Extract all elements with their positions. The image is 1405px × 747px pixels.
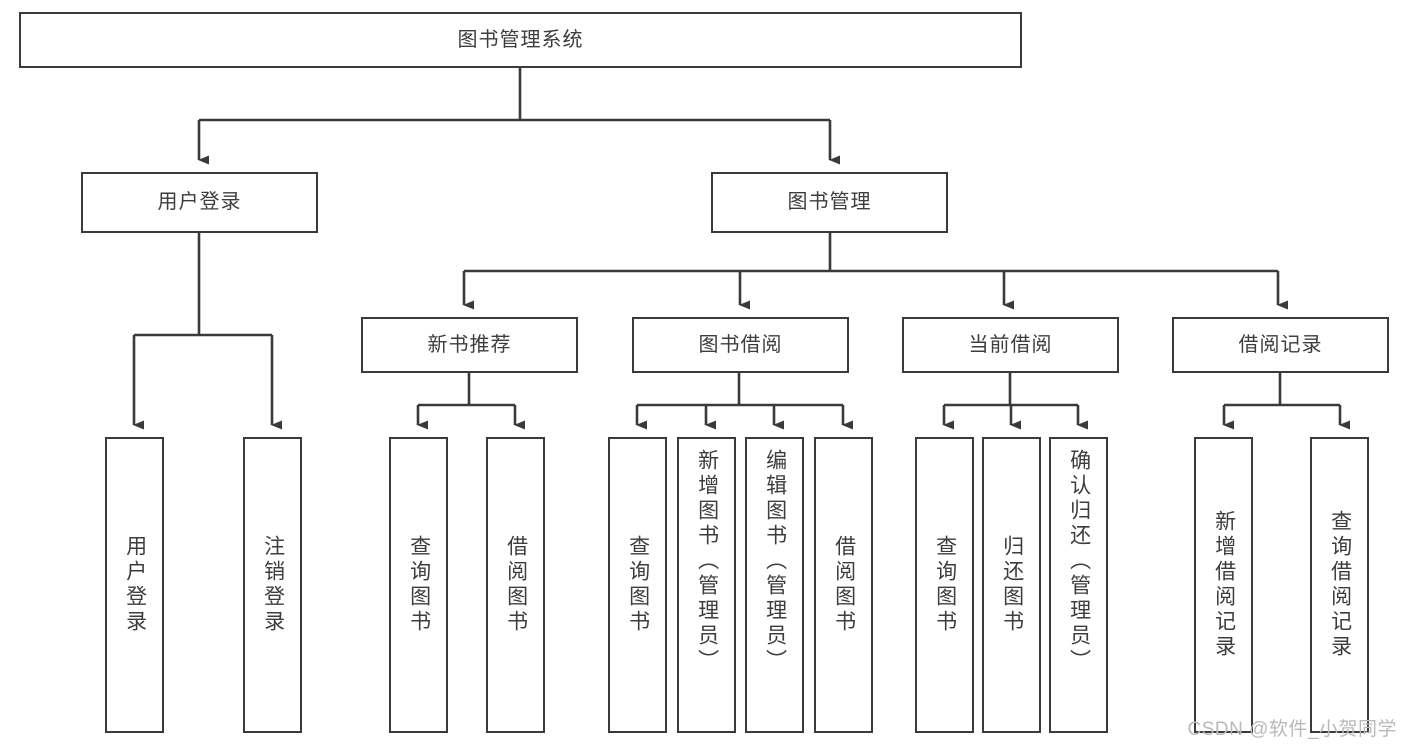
node-root-system[interactable]: 图书管理系统 bbox=[19, 12, 1022, 68]
node-leaf-borrow-book[interactable]: 借阅图书 bbox=[814, 437, 873, 733]
node-current-borrow[interactable]: 当前借阅 bbox=[902, 317, 1119, 373]
node-leaf-edit-book-admin[interactable]: 编辑图书（管理员） bbox=[745, 437, 804, 733]
node-label: 当前借阅 bbox=[968, 333, 1053, 356]
node-label: 新增图书（管理员） bbox=[695, 449, 719, 674]
node-leaf-query-book-recommend[interactable]: 查询图书 bbox=[389, 437, 448, 733]
node-label: 新增借阅记录 bbox=[1212, 510, 1236, 660]
node-label: 查询借阅记录 bbox=[1328, 510, 1352, 660]
node-leaf-borrow-book-recommend[interactable]: 借阅图书 bbox=[486, 437, 545, 733]
node-label: 查询图书 bbox=[933, 535, 957, 635]
node-book-management[interactable]: 图书管理 bbox=[711, 172, 948, 233]
watermark-text: CSDN @软件_小贺同学 bbox=[1187, 719, 1397, 740]
node-leaf-add-borrow-record[interactable]: 新增借阅记录 bbox=[1194, 437, 1253, 733]
node-new-book-recommend[interactable]: 新书推荐 bbox=[361, 317, 578, 373]
node-label: 图书管理 bbox=[787, 191, 872, 213]
node-label: 注销登录 bbox=[261, 535, 285, 635]
node-label: 借阅记录 bbox=[1238, 333, 1323, 356]
node-label: 用户登录 bbox=[123, 535, 147, 635]
node-label: 编辑图书（管理员） bbox=[763, 449, 787, 674]
node-label: 借阅图书 bbox=[504, 535, 528, 635]
node-label: 归还图书 bbox=[1000, 535, 1024, 635]
node-label: 查询图书 bbox=[407, 535, 431, 635]
node-leaf-add-book-admin[interactable]: 新增图书（管理员） bbox=[677, 437, 736, 733]
node-leaf-query-borrow-record[interactable]: 查询借阅记录 bbox=[1310, 437, 1369, 733]
node-leaf-return-book[interactable]: 归还图书 bbox=[982, 437, 1041, 733]
node-leaf-query-book-current[interactable]: 查询图书 bbox=[915, 437, 974, 733]
node-leaf-query-book-borrow[interactable]: 查询图书 bbox=[608, 437, 667, 733]
node-label: 借阅图书 bbox=[832, 535, 856, 635]
node-user-login[interactable]: 用户登录 bbox=[81, 172, 318, 233]
node-label: 确认归还（管理员） bbox=[1067, 449, 1091, 674]
node-label: 查询图书 bbox=[626, 535, 650, 635]
node-borrow-record[interactable]: 借阅记录 bbox=[1172, 317, 1389, 373]
node-leaf-logout[interactable]: 注销登录 bbox=[243, 437, 302, 733]
node-label: 用户登录 bbox=[157, 191, 242, 213]
node-label: 图书管理系统 bbox=[457, 28, 584, 51]
node-label: 图书借阅 bbox=[698, 333, 783, 356]
node-book-borrow[interactable]: 图书借阅 bbox=[632, 317, 849, 373]
node-leaf-confirm-return-admin[interactable]: 确认归还（管理员） bbox=[1049, 437, 1108, 733]
node-label: 新书推荐 bbox=[427, 333, 512, 356]
node-leaf-user-login[interactable]: 用户登录 bbox=[105, 437, 164, 733]
